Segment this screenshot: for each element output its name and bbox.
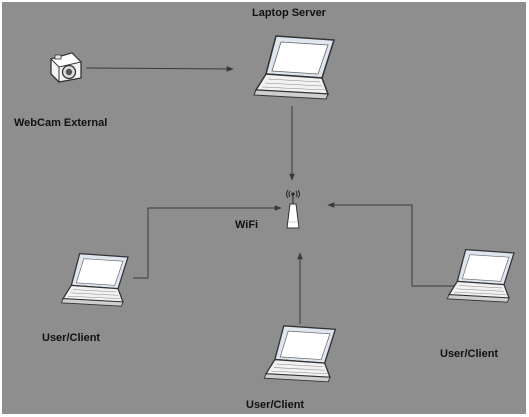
wifi-label: WiFi (235, 219, 259, 231)
laptop-icon (253, 35, 336, 100)
user-client-right (434, 248, 524, 308)
laptop-icon (446, 249, 515, 303)
wireless-router-icon (286, 189, 300, 229)
laptop-server-label: Laptop Server (252, 7, 326, 19)
laptop-server (246, 34, 338, 106)
wifi-router (281, 188, 305, 232)
webcam-to-server-connector (85, 66, 234, 72)
connector-layer (85, 66, 459, 324)
webcam-icon (50, 52, 82, 83)
user-client-left (48, 252, 138, 312)
user-client-right-label: User/Client (440, 348, 499, 360)
left-client-to-wifi-connector (133, 205, 282, 279)
laptop-icon (263, 325, 337, 383)
laptop-icon (60, 253, 129, 307)
right-client-to-wifi-connector (327, 202, 459, 287)
webcam-label: WebCam External (14, 117, 108, 129)
user-client-bottom-label: User/Client (246, 399, 305, 411)
network-diagram: Laptop Server WebCam External WiFi (2, 2, 526, 414)
user-client-left-label: User/Client (42, 332, 101, 344)
webcam (48, 50, 84, 84)
user-client-bottom (256, 324, 340, 388)
